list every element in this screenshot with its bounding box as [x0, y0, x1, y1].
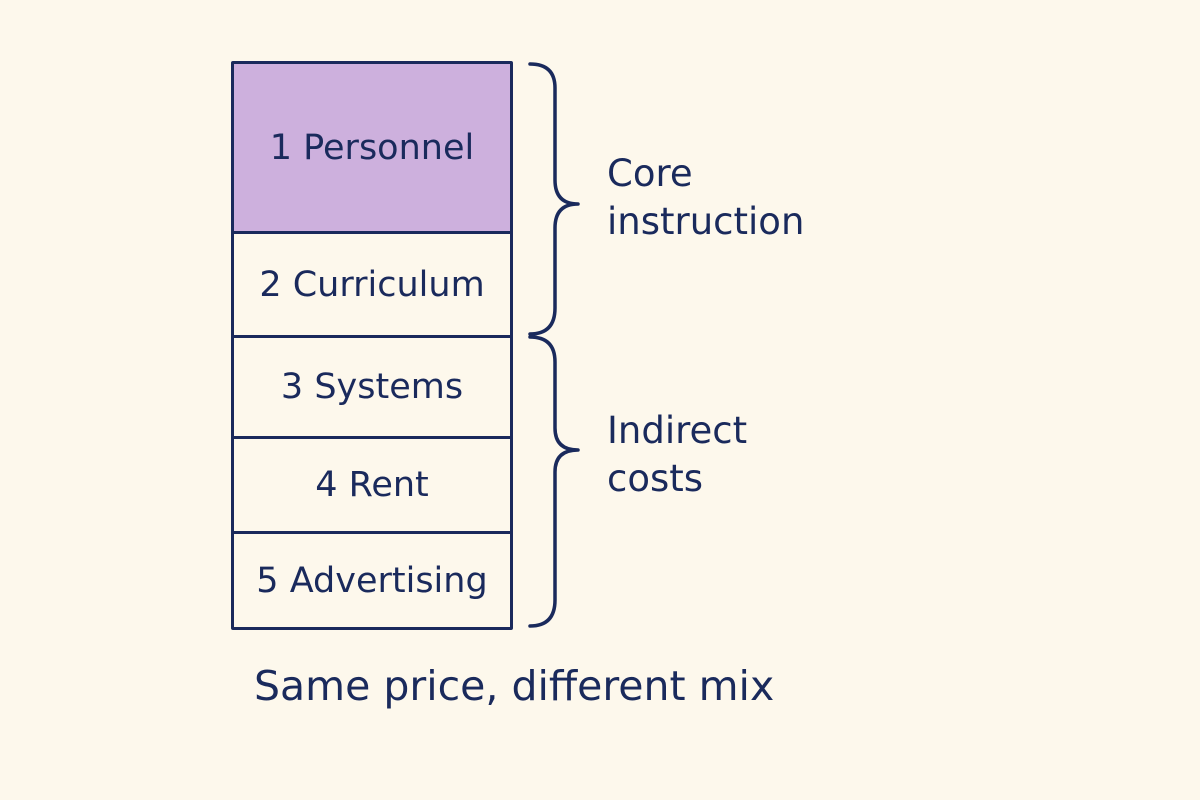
- brace-core-instruction: [528, 62, 580, 336]
- stack-block-systems: 3 Systems: [234, 335, 510, 436]
- stack-block-advertising: 5 Advertising: [234, 531, 510, 627]
- stack-block-label: 5 Advertising: [256, 560, 488, 601]
- stack-block-personnel: 1 Personnel: [234, 64, 510, 231]
- stack-block-label: 2 Curriculum: [259, 264, 485, 305]
- group-label-core-instruction: Core instruction: [607, 152, 805, 243]
- cost-stack: 1 Personnel 2 Curriculum 3 Systems 4 Ren…: [231, 61, 513, 630]
- stack-block-curriculum: 2 Curriculum: [234, 231, 510, 335]
- stack-block-label: 3 Systems: [280, 367, 464, 407]
- stack-block-label: 1 Personnel: [269, 127, 475, 168]
- diagram-caption: Same price, different mix: [254, 662, 775, 710]
- stack-block-rent: 4 Rent: [234, 436, 510, 531]
- stack-block-label: 4 Rent: [315, 465, 429, 505]
- group-label-indirect-costs: Indirect costs: [607, 409, 748, 500]
- brace-indirect-costs: [528, 335, 580, 628]
